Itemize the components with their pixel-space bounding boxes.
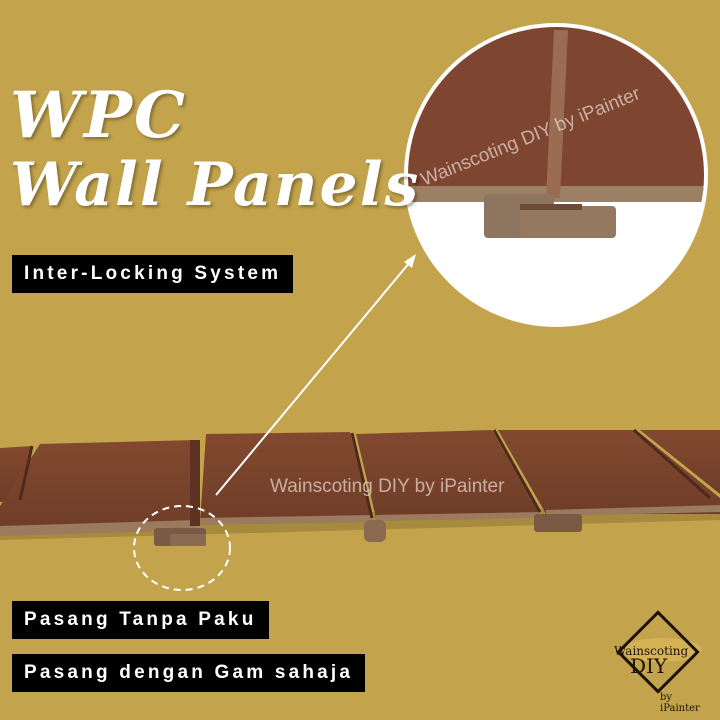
panel-board — [640, 430, 720, 494]
logo-text-by-ipainter: by iPainter — [660, 692, 700, 714]
arrow-head-icon — [404, 254, 416, 268]
brand-logo: Wainscoting DIY by iPainter — [600, 610, 715, 715]
benefit-label-no-nails: Pasang Tanpa Paku — [12, 601, 269, 639]
panel-board — [200, 432, 372, 522]
logo-diamond-icon — [616, 610, 702, 694]
panel-board — [0, 440, 196, 530]
panel-board — [498, 430, 720, 514]
callout-dashed-circle — [133, 505, 231, 591]
watermark-main: Wainscoting DIY by iPainter — [270, 476, 505, 497]
wall-panels-photo — [0, 428, 720, 546]
callout-arrow-line — [215, 261, 411, 496]
zoom-detail-circle: Wainscoting DIY by iPainter — [404, 23, 708, 327]
headline-wpc: WPC — [10, 78, 187, 153]
logo-text-wainscoting: Wainscoting — [614, 644, 689, 658]
panel-board — [356, 430, 540, 518]
logo-text-diy: DIY — [630, 654, 668, 678]
panel-board — [0, 446, 32, 502]
headline-wall-panels: Wall Panels — [10, 150, 421, 220]
feature-label: Inter-Locking System — [12, 255, 294, 293]
benefit-label-glue-only: Pasang dengan Gam sahaja — [12, 654, 366, 692]
